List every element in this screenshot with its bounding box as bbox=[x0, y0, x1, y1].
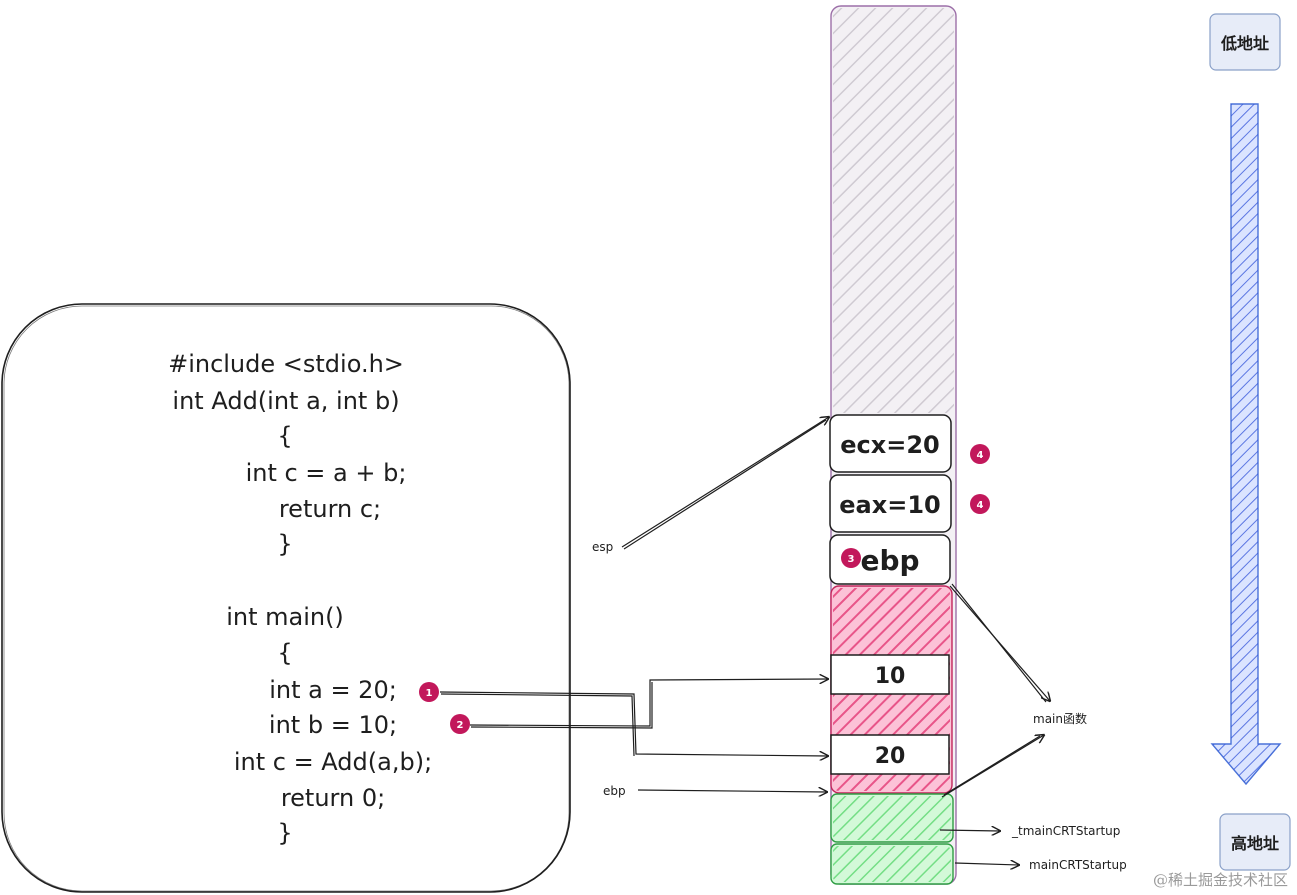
local-b-value: 10 bbox=[875, 664, 906, 689]
step-badges: 1 2 3 4 4 bbox=[419, 444, 990, 734]
low-address-box bbox=[1209, 13, 1281, 71]
ebp-label: ebp bbox=[603, 784, 626, 798]
ecx-cell bbox=[829, 414, 952, 473]
badge-3-label: 3 bbox=[848, 554, 855, 565]
arrow-ebp bbox=[637, 790, 827, 792]
badge-4-ecx bbox=[970, 444, 990, 464]
ebp-cell bbox=[829, 534, 951, 585]
connector-arrows bbox=[439, 417, 1050, 865]
code-line-return-c: return c; bbox=[279, 495, 381, 523]
badge-4-eax-label: 4 bbox=[977, 500, 984, 511]
arrow-b-to-stack bbox=[469, 679, 828, 727]
code-line-int-c-add: int c = Add(a,b); bbox=[234, 748, 432, 776]
esp-label: esp bbox=[592, 540, 613, 554]
arrow-a-to-stack bbox=[439, 691, 828, 756]
high-address-box bbox=[1219, 813, 1291, 871]
badge-4-eax bbox=[970, 494, 990, 514]
watermark: @稀土掘金技术社区 bbox=[1153, 871, 1288, 889]
code-panel-border bbox=[1, 303, 571, 893]
address-direction: 低地址 高地址 bbox=[1209, 13, 1291, 871]
arrow-crt-to-main bbox=[941, 735, 1044, 798]
arrow-tmain-crt bbox=[939, 830, 1000, 831]
badge-2-label: 2 bbox=[457, 720, 464, 731]
badge-1-label: 1 bbox=[426, 688, 433, 699]
arrow-main-crt bbox=[954, 863, 1019, 865]
code-line-add-close-brace: } bbox=[277, 530, 292, 558]
local-b-cell bbox=[830, 654, 950, 695]
local-a-value: 20 bbox=[875, 744, 906, 769]
main-crt-startup-label: mainCRTStartup bbox=[1029, 858, 1127, 872]
badge-1 bbox=[419, 682, 439, 702]
eax-cell-label: eax=10 bbox=[839, 491, 940, 519]
badge-4-ecx-label: 4 bbox=[977, 450, 984, 461]
high-address-label: 高地址 bbox=[1231, 834, 1279, 853]
code-line-main-close-brace: } bbox=[277, 819, 292, 847]
code-line-main-signature: int main() bbox=[226, 603, 344, 631]
code-line-add-open-brace: { bbox=[277, 422, 292, 450]
eax-cell bbox=[829, 474, 952, 533]
code-line-add-signature: int Add(int a, int b) bbox=[172, 387, 399, 415]
free-stack-space bbox=[833, 8, 954, 413]
code-line-include: #include <stdio.h> bbox=[168, 350, 404, 378]
code-line-int-a: int a = 20; bbox=[269, 676, 397, 704]
stack-column: ecx=20 eax=10 ebp 10 20 bbox=[829, 5, 957, 885]
badge-3 bbox=[841, 548, 861, 568]
local-a-cell bbox=[830, 734, 950, 775]
code-panel: #include <stdio.h> int Add(int a, int b)… bbox=[1, 303, 571, 893]
code-line-return-0: return 0; bbox=[281, 784, 385, 812]
code-line-add-c: int c = a + b; bbox=[246, 459, 407, 487]
low-address-label: 低地址 bbox=[1220, 34, 1269, 53]
main-function-label: main函数 bbox=[1033, 711, 1087, 726]
code-line-int-b: int b = 10; bbox=[269, 711, 397, 739]
badge-2 bbox=[450, 714, 470, 734]
ebp-cell-label: ebp bbox=[860, 544, 919, 577]
arrow-esp bbox=[621, 417, 829, 548]
code-line-main-open-brace: { bbox=[277, 639, 292, 667]
ecx-cell-label: ecx=20 bbox=[840, 431, 940, 459]
tmain-crt-startup-label: _tmainCRTStartup bbox=[1011, 824, 1120, 838]
